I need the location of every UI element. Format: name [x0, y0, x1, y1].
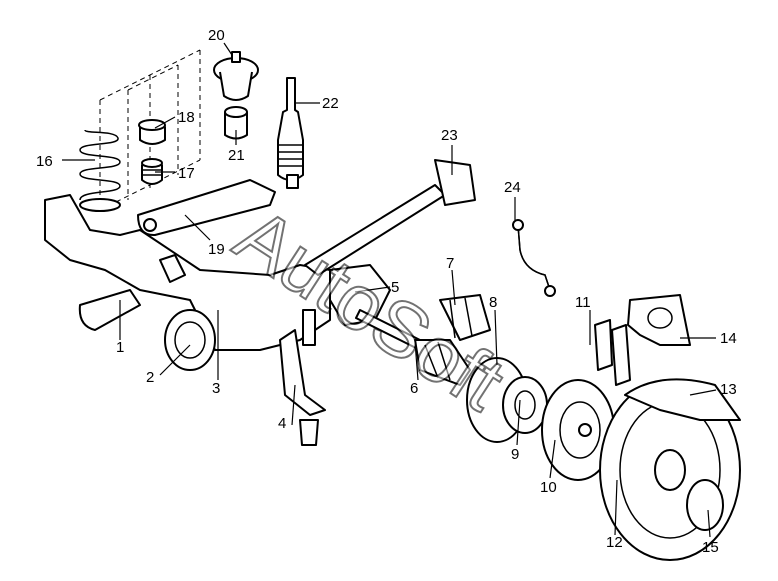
- callout-21: 21: [228, 147, 245, 164]
- callout-18: 18: [178, 109, 195, 126]
- callout-labels: 1 2 3 4 5 6 7 8 9 10 11 12 13 14 15 16 1…: [36, 27, 737, 556]
- bump-stop: [141, 158, 163, 185]
- brake-disc: [541, 379, 615, 481]
- callout-13: 13: [720, 381, 737, 398]
- callout-10: 10: [540, 479, 557, 496]
- front-axle-beam: [44, 194, 331, 351]
- lower-control-link: [78, 289, 141, 331]
- callout-22: 22: [322, 95, 339, 112]
- strut-top-mount: [213, 51, 259, 101]
- wheel-hub: [502, 376, 548, 434]
- hub-cap: [686, 479, 724, 531]
- callout-3: 3: [212, 380, 220, 397]
- strut-bushing: [224, 106, 248, 140]
- callout-17: 17: [178, 165, 195, 182]
- callout-5: 5: [391, 279, 399, 296]
- cv-boot: [439, 294, 491, 341]
- drive-shaft-cv-joint: [355, 309, 471, 386]
- shock-absorber: [277, 77, 304, 189]
- callout-2: 2: [146, 369, 154, 386]
- callout-1: 1: [116, 339, 124, 356]
- callout-11: 11: [575, 294, 591, 311]
- brake-caliper: [627, 294, 691, 346]
- coil-spring: [79, 129, 121, 212]
- callout-19: 19: [208, 241, 225, 258]
- mounting-bracket: [279, 309, 326, 446]
- callout-8: 8: [489, 294, 497, 311]
- leader-lines: [62, 42, 717, 538]
- tyre: [624, 378, 741, 421]
- callout-9: 9: [511, 446, 519, 463]
- callout-7: 7: [446, 255, 454, 272]
- callout-23: 23: [441, 127, 458, 144]
- callout-14: 14: [720, 330, 737, 347]
- callout-4: 4: [278, 415, 286, 432]
- callout-20: 20: [208, 27, 225, 44]
- differential-cover: [164, 309, 216, 371]
- callout-6: 6: [410, 380, 418, 397]
- brake-pads: [594, 319, 631, 386]
- callout-24: 24: [504, 179, 521, 196]
- bump-stop-cup: [138, 119, 166, 145]
- steering-drag-link: [304, 159, 476, 276]
- callout-12: 12: [606, 534, 623, 551]
- callout-16: 16: [36, 153, 53, 170]
- brake-hose: [512, 219, 556, 297]
- callout-15: 15: [702, 539, 719, 556]
